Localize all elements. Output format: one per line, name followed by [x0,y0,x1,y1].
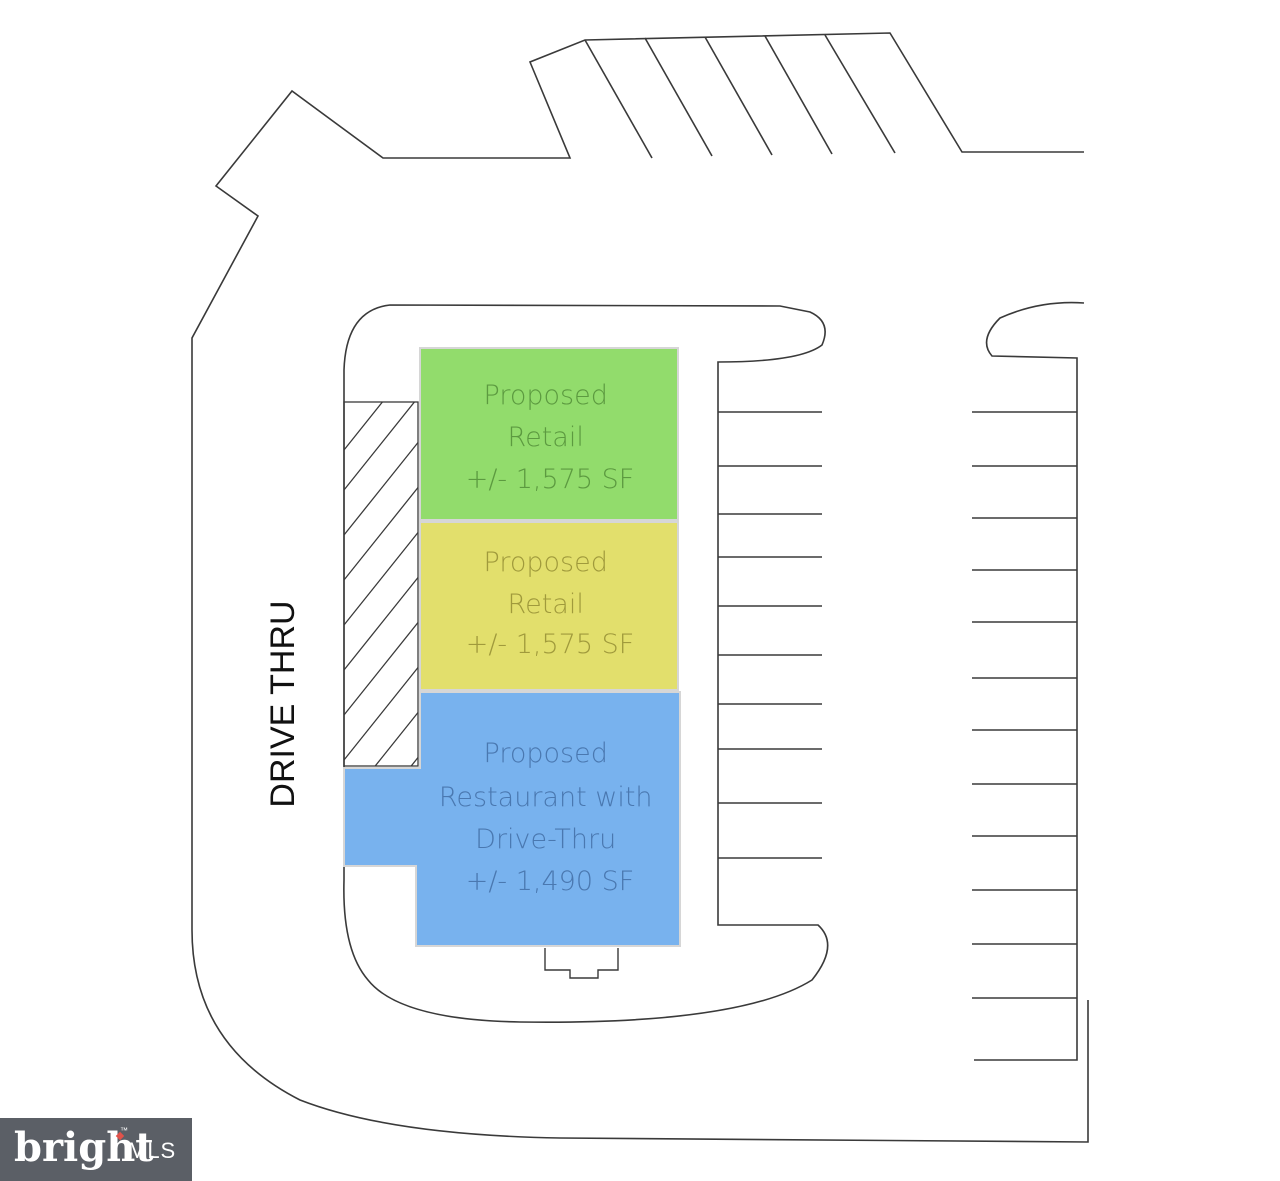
right-island [974,301,1085,1061]
right-column-stalls [972,411,1077,999]
unit-retail-1 [419,347,679,521]
unit-retail-2 [419,521,679,691]
left-column-stalls [718,411,822,859]
drive-thru-hatch [344,402,418,766]
drive-thru-lane-outline [343,401,419,767]
watermark-tm: ™ [120,1126,128,1135]
unit-restaurant [343,691,681,947]
unit-retail-1-label: Proposed Retail +/- 1,575 SF [466,380,635,495]
unit-retail-2-label: Proposed Retail +/- 1,575 SF [466,547,635,660]
drive-thru-label: DRIVE THRU [264,600,302,807]
inner-island [343,304,829,1023]
watermark-suffix: MLS [128,1138,177,1163]
watermark-brand: bright [14,1124,154,1171]
unit-restaurant-label: Proposed Restaurant with Drive-Thru +/- … [439,738,661,897]
bright-mls-watermark: bright ™ MLS [0,1118,192,1181]
top-parking-stalls [584,34,896,159]
site-boundary [191,32,1089,1143]
entrance-bump [544,948,619,979]
